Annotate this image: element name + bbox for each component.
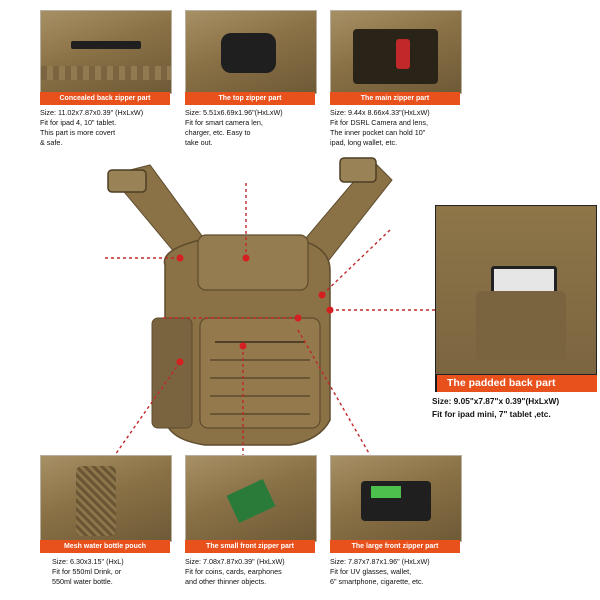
- mesh-pouch: [76, 466, 116, 536]
- desc-line: The inner pocket can hold 10": [330, 128, 426, 137]
- photo-large-front: [330, 455, 462, 542]
- desc-line: 6" smartphone, cigarette, etc.: [330, 577, 424, 586]
- desc-back-zipper: Size: 11.02x7.87x0.39" (HxLxW) Fit for i…: [40, 108, 143, 148]
- panel-small-front: The small front zipper part Size: 7.08x7…: [185, 455, 325, 595]
- desc-line: & safe.: [40, 138, 63, 147]
- panel-large-front: The large front zipper part Size: 7.87x7…: [330, 455, 470, 595]
- desc-line: Size: 7.87x7.87x1.96" (HxLxW): [330, 557, 430, 566]
- banner-main-zipper: The main zipper part: [330, 92, 460, 105]
- photo-main-zipper: [330, 10, 462, 94]
- desc-line: Size: 11.02x7.87x0.39" (HxLxW): [40, 108, 144, 117]
- desc-mesh-pouch: Size: 6.30x3.15" (HxL) Fit for 550ml Dri…: [52, 557, 124, 587]
- photo-top-zipper: [185, 10, 317, 94]
- desc-large-front: Size: 7.87x7.87x1.96" (HxLxW) Fit for UV…: [330, 557, 430, 587]
- photo-small-front: [185, 455, 317, 542]
- desc-line: Fit for coins, cards, earphones: [185, 567, 282, 576]
- banner-large-front: The large front zipper part: [330, 540, 460, 553]
- desc-top-zipper: Size: 5.51x6.69x1.96"(HxLxW) Fit for sma…: [185, 108, 283, 148]
- card-item: [226, 478, 276, 524]
- strap-detail: [41, 66, 171, 80]
- desc-line: ipad, long wallet, etc.: [330, 138, 398, 147]
- desc-small-front: Size: 7.08x7.87x0.39" (HxLxW) Fit for co…: [185, 557, 285, 587]
- banner-mesh-pouch: Mesh water bottle pouch: [40, 540, 170, 553]
- desc-line: Size: 9.44x 8.66x4.33"(HxLxW): [330, 108, 430, 117]
- banner-padded-back: The padded back part: [435, 375, 597, 392]
- panel-main-zipper: The main zipper part Size: 9.44x 8.66x4.…: [330, 10, 470, 165]
- padded-pocket: [476, 291, 566, 361]
- panel-mesh-pouch: Mesh water bottle pouch Size: 6.30x3.15"…: [40, 455, 180, 595]
- photo-mesh-pouch: [40, 455, 172, 542]
- desc-line: take out.: [185, 138, 213, 147]
- panel-back-zipper: Concealed back zipper part Size: 11.02x7…: [40, 10, 175, 165]
- main-compartment: [353, 29, 438, 84]
- banner-top-zipper: The top zipper part: [185, 92, 315, 105]
- banner-small-front: The small front zipper part: [185, 540, 315, 553]
- desc-line: charger, etc. Easy to: [185, 128, 251, 137]
- desc-line: Fit for ipad mini, 7" tablet ,etc.: [432, 409, 551, 419]
- camera-strap: [396, 39, 410, 69]
- photo-padded-back: [435, 205, 597, 375]
- desc-line: Size: 6.30x3.15" (HxL): [52, 557, 124, 566]
- desc-line: Fit for 550ml Drink, or: [52, 567, 122, 576]
- banner-back-zipper: Concealed back zipper part: [40, 92, 170, 105]
- desc-line: Size: 5.51x6.69x1.96"(HxLxW): [185, 108, 283, 117]
- desc-line: Size: 9.05"x7.87"x 0.39"(HxLxW): [432, 396, 560, 406]
- desc-line: 550ml water bottle.: [52, 577, 113, 586]
- desc-line: Fit for DSRL Camera and lens,: [330, 118, 428, 127]
- panel-top-zipper: The top zipper part Size: 5.51x6.69x1.96…: [185, 10, 320, 165]
- panel-padded-back: The padded back part Size: 9.05"x7.87"x …: [430, 205, 600, 435]
- desc-main-zipper: Size: 9.44x 8.66x4.33"(HxLxW) Fit for DS…: [330, 108, 430, 148]
- desc-line: This part is more covert: [40, 128, 116, 137]
- desc-line: Fit for UV glasses, wallet,: [330, 567, 412, 576]
- zipper-opening: [71, 41, 141, 49]
- desc-line: and other thinner objects.: [185, 577, 267, 586]
- desc-padded-back: Size: 9.05"x7.87"x 0.39"(HxLxW) Fit for …: [432, 395, 559, 421]
- camera-lens: [221, 33, 276, 73]
- desc-line: Fit for ipad 4, 10" tablet.: [40, 118, 117, 127]
- desc-line: Size: 7.08x7.87x0.39" (HxLxW): [185, 557, 285, 566]
- desc-line: Fit for smart camera len,: [185, 118, 263, 127]
- smartphone-item: [371, 486, 401, 498]
- photo-back-zipper: [40, 10, 172, 94]
